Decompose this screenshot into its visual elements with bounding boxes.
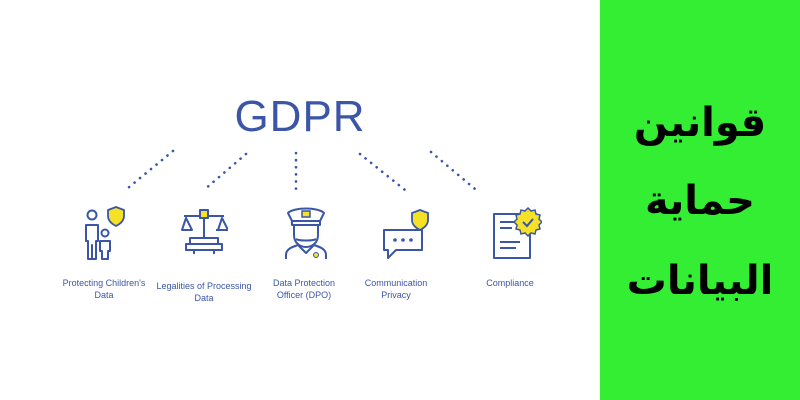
connector-line-4	[358, 152, 407, 192]
scales-of-justice-icon	[181, 209, 228, 254]
banner-line-2: حماية	[645, 178, 755, 224]
label-line-2: Officer (DPO)	[276, 290, 332, 300]
item-label-data-protection-officer: Data Protection Officer (DPO)	[244, 277, 364, 301]
item-label-compliance: Compliance	[450, 277, 570, 289]
banner-line-3: البيانات	[626, 258, 774, 304]
diagram-panel	[0, 0, 600, 400]
item-label-legalities-of-processing-data: Legalities of Processing Data	[144, 280, 264, 304]
item-label-protecting-childrens-data: Protecting Children's Data	[44, 277, 164, 301]
connector-line-1	[126, 149, 175, 190]
diagram-title: GDPR	[234, 92, 366, 141]
label-line-1: Legalities of Processing	[156, 281, 252, 291]
item-label-communication-privacy: Communication Privacy	[336, 277, 456, 301]
family-shield-icon	[85, 206, 125, 260]
chat-shield-icon	[383, 209, 429, 259]
label-line-1: Data Protection	[272, 278, 336, 288]
connector-lines	[126, 149, 477, 193]
label-line-1: Compliance	[486, 278, 534, 288]
connector-line-5	[429, 150, 477, 191]
certificate-icon	[493, 206, 542, 259]
connector-line-2	[202, 152, 248, 192]
banner-line-1: قوانين	[633, 100, 767, 146]
label-line-2: Data	[94, 290, 114, 300]
label-line-1: Protecting Children's	[62, 278, 146, 288]
label-line-2: Data	[194, 293, 214, 303]
label-line-1: Communication	[364, 278, 428, 288]
officer-icon	[285, 207, 327, 259]
label-line-2: Privacy	[381, 290, 411, 300]
banner-panel	[600, 0, 800, 400]
